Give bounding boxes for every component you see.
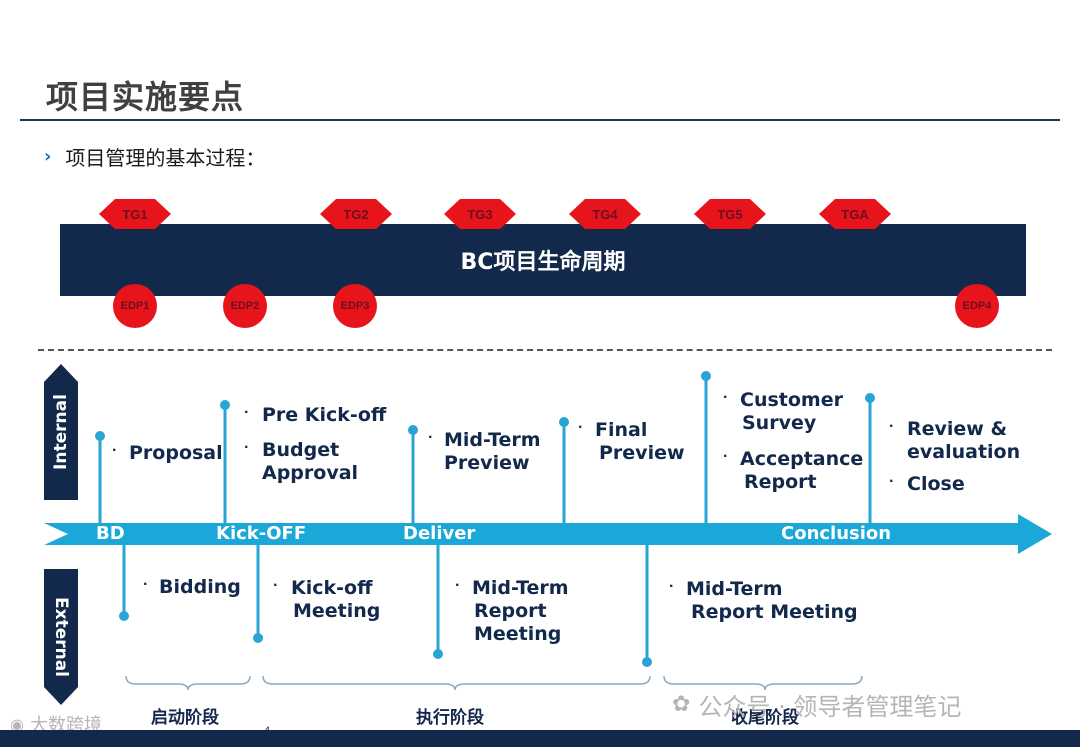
toll-gate-tg4: TG4 xyxy=(569,199,641,229)
page-title: 项目实施要点 xyxy=(46,78,245,116)
lifecycle-banner-label: BC项目生命周期 xyxy=(460,250,626,275)
external-pin-midterm-report xyxy=(433,545,443,659)
chevron-right-icon: › xyxy=(44,145,52,167)
section-divider xyxy=(38,349,1052,351)
external-tag-shape xyxy=(44,569,78,705)
toll-gate-tg5: TG5 xyxy=(694,199,766,229)
internal-tag-shape xyxy=(44,364,78,500)
item-review-evaluation: Review & evaluation xyxy=(907,418,1021,463)
item-midterm-report-meeting-2: Mid-Term Report Meeting xyxy=(686,578,858,623)
item-pre-kickoff: Pre Kick-off xyxy=(262,404,387,426)
bullet-dot: · xyxy=(723,389,729,406)
title-divider xyxy=(20,119,1060,121)
internal-pin-kickoff xyxy=(220,400,230,524)
bullet-dot: · xyxy=(723,448,729,465)
footer-bar xyxy=(0,730,1080,747)
bullet-dot: · xyxy=(455,577,461,594)
phase-startup: 启动阶段 xyxy=(151,708,219,728)
item-final-preview: Final Preview xyxy=(595,419,685,464)
internal-pin-review xyxy=(865,393,875,524)
diamond-icon xyxy=(320,199,392,229)
edp-4-marker: EDP4 xyxy=(955,284,999,328)
item-bidding: Bidding xyxy=(159,576,241,598)
bullet-dot: · xyxy=(669,578,675,595)
phase-execution: 执行阶段 xyxy=(416,708,484,728)
milestone-conclusion: Conclusion xyxy=(781,523,892,544)
diamond-icon xyxy=(819,199,891,229)
milestone-deliver: Deliver xyxy=(403,523,476,544)
brand-logo-icon: ◉ xyxy=(10,714,24,734)
edp-2-marker: EDP2 xyxy=(223,284,267,328)
item-acceptance-report: Acceptance Report xyxy=(740,448,864,493)
diamond-icon xyxy=(444,199,516,229)
toll-gate-tg3: TG3 xyxy=(444,199,516,229)
timeline-arrow xyxy=(44,514,1052,554)
edp-3-marker: EDP3 xyxy=(333,284,377,328)
edp-1-marker: EDP1 xyxy=(113,284,157,328)
toll-gate-tga: TGA xyxy=(819,199,891,229)
phase-braces xyxy=(125,675,863,691)
bullet-dot: · xyxy=(428,429,434,446)
external-pin-bidding xyxy=(119,545,129,621)
bullet-dot: · xyxy=(889,473,895,490)
internal-pin-customer-survey xyxy=(701,371,711,524)
internal-pin-final-preview xyxy=(559,417,569,524)
watermark-right: ✿ 公众号 · 领导者管理笔记 xyxy=(672,692,962,721)
toll-gate-tg1: TG1 xyxy=(99,199,171,229)
diamond-icon xyxy=(694,199,766,229)
internal-pin-proposal xyxy=(95,431,105,524)
external-pin-midterm-report-2 xyxy=(642,545,652,667)
item-close: Close xyxy=(907,473,965,495)
bullet-dot: · xyxy=(889,418,895,435)
bullet-dot: · xyxy=(143,576,149,593)
diamond-icon xyxy=(99,199,171,229)
bullet-dot: · xyxy=(244,439,250,456)
diamond-icon xyxy=(569,199,641,229)
item-budget-approval: Budget Approval xyxy=(262,439,359,484)
milestone-kickoff: Kick-OFF xyxy=(216,523,307,544)
subtitle-row: › 项目管理的基本过程： xyxy=(44,142,265,170)
item-customer-survey: Customer Survey xyxy=(740,389,843,434)
item-kickoff-meeting: Kick-off Meeting xyxy=(291,577,381,622)
bullet-dot: · xyxy=(244,404,250,421)
external-pin-kickoff-meeting xyxy=(253,545,263,643)
phase-closing: 收尾阶段 xyxy=(731,708,799,728)
lifecycle-banner xyxy=(60,224,1026,296)
bullet-dot: · xyxy=(112,442,118,459)
internal-pin-midterm-preview xyxy=(408,425,418,524)
item-proposal: Proposal xyxy=(129,442,223,464)
bullet-dot: · xyxy=(273,577,279,594)
item-midterm-preview: Mid-Term Preview xyxy=(444,429,541,474)
subtitle: 项目管理的基本过程： xyxy=(65,145,266,170)
toll-gate-tg2: TG2 xyxy=(320,199,392,229)
bullet-dot: · xyxy=(578,419,584,436)
wechat-icon: ✿ xyxy=(672,692,691,717)
milestone-bd: BD xyxy=(96,523,125,544)
item-midterm-report-meeting: Mid-Term Report Meeting xyxy=(472,577,569,645)
timeline-graphic xyxy=(44,371,1052,667)
